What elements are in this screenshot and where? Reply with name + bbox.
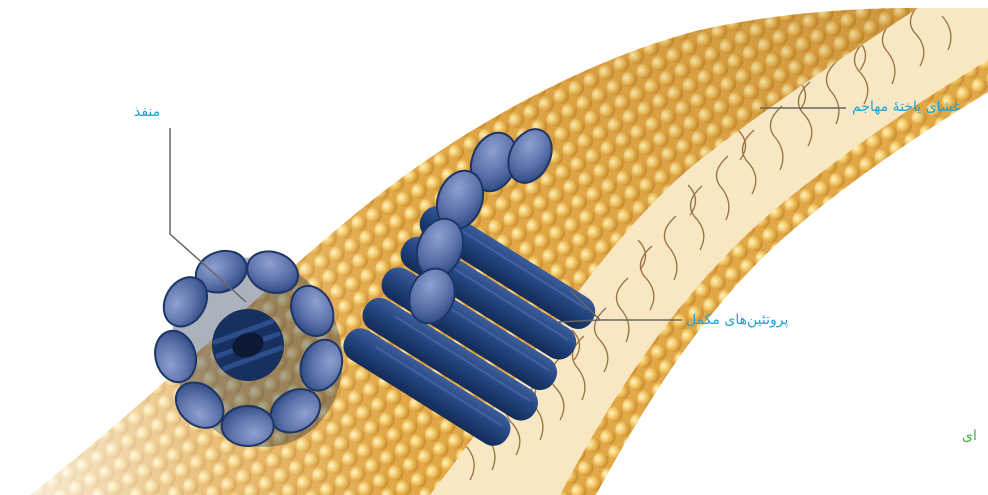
membrane-label: غشای یاختهٔ مهاجم [852, 99, 961, 115]
complement-proteins-label: پروتئین‌های مکمل [686, 312, 788, 328]
pore-label: منفذ [134, 104, 160, 120]
edge-text-fragment: ای [962, 428, 977, 444]
